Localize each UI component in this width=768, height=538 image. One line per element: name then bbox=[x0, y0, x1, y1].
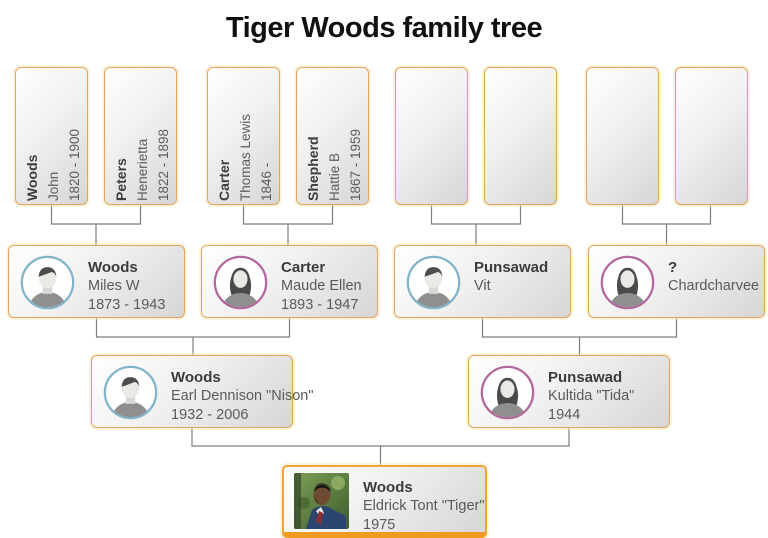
male-avatar-icon bbox=[406, 255, 461, 310]
card-given-name: John bbox=[46, 171, 61, 201]
gen2-card-carter-maude[interactable]: Carter Maude Ellen 1893 - 1947 bbox=[201, 245, 378, 318]
card-text: Punsawad Kultida "Tida" 1944 bbox=[548, 368, 634, 425]
card-dates: 1822 - 1898 bbox=[156, 128, 171, 201]
card-text: Carter Maude Ellen 1893 - 1947 bbox=[281, 258, 362, 315]
gen1-card-empty-4[interactable] bbox=[675, 67, 748, 205]
gen2-card-punsawad-vit[interactable]: Punsawad Vit bbox=[394, 245, 571, 318]
card-dates: 1873 - 1943 bbox=[88, 297, 166, 313]
tiger-woods-photo bbox=[294, 473, 349, 529]
card-given-name: Eldrick Tont "Tiger" bbox=[363, 498, 485, 514]
card-dates: 1932 - 2006 bbox=[171, 407, 249, 423]
card-surname: Peters bbox=[113, 158, 129, 201]
male-avatar-icon bbox=[20, 255, 75, 310]
gen2-card-woods-miles[interactable]: Woods Miles W 1873 - 1943 bbox=[8, 245, 185, 318]
gen1-card-woods-john[interactable]: Woods John 1820 - 1900 bbox=[15, 67, 88, 205]
page-title: Tiger Woods family tree bbox=[225, 12, 543, 44]
gen1-card-empty-2[interactable] bbox=[484, 67, 557, 205]
gen1-card-peters-henerietta[interactable]: Peters Henerietta 1822 - 1898 bbox=[104, 67, 177, 205]
card-surname: Carter bbox=[281, 259, 326, 276]
card-surname: Woods bbox=[363, 479, 413, 496]
card-surname: Woods bbox=[24, 154, 40, 201]
card-text: Woods Miles W 1873 - 1943 bbox=[88, 258, 165, 315]
card-given-name: Earl Dennison "Nison" bbox=[171, 388, 314, 404]
card-given-name: Henerietta bbox=[135, 138, 150, 201]
card-surname: Punsawad bbox=[474, 259, 549, 276]
card-surname: Carter bbox=[216, 159, 232, 201]
card-dates: 1975 bbox=[363, 517, 396, 533]
female-avatar-icon bbox=[480, 365, 535, 420]
card-surname: Shepherd bbox=[305, 136, 321, 201]
card-surname: Woods bbox=[171, 369, 221, 386]
card-text: Punsawad Vit bbox=[474, 258, 548, 296]
card-given-name: Vit bbox=[474, 278, 491, 294]
card-given-name: Chardcharvee bbox=[668, 278, 760, 294]
card-dates: 1846 - bbox=[259, 162, 274, 201]
gen1-card-empty-3[interactable] bbox=[586, 67, 659, 205]
card-given-name: Maude Ellen bbox=[281, 278, 362, 294]
card-text: Woods Eldrick Tont "Tiger" 1975 bbox=[363, 478, 485, 535]
card-text: Peters Henerietta 1822 - 1898 bbox=[111, 73, 174, 201]
female-avatar-icon bbox=[213, 255, 268, 310]
gen1-card-carter-thomas[interactable]: Carter Thomas Lewis 1846 - bbox=[207, 67, 280, 205]
card-text: Carter Thomas Lewis 1846 - bbox=[214, 73, 277, 201]
card-dates: 1867 - 1959 bbox=[348, 128, 363, 201]
gen4-card-tiger-woods[interactable]: Woods Eldrick Tont "Tiger" 1975 bbox=[282, 465, 487, 538]
tiger-woods-portrait-graphic bbox=[294, 473, 349, 529]
card-dates: 1944 bbox=[548, 407, 581, 423]
card-given-name: Thomas Lewis bbox=[238, 113, 253, 201]
card-text: ? Chardcharvee bbox=[668, 258, 759, 296]
gen3-card-punsawad-kultida[interactable]: Punsawad Kultida "Tida" 1944 bbox=[468, 355, 670, 428]
card-text: Shepherd Hattie B 1867 - 1959 bbox=[303, 73, 366, 201]
card-surname: Woods bbox=[88, 259, 138, 276]
male-avatar-icon bbox=[103, 365, 158, 420]
female-avatar-icon bbox=[600, 255, 655, 310]
card-given-name: Kultida "Tida" bbox=[548, 388, 635, 404]
gen2-card-chardcharvee[interactable]: ? Chardcharvee bbox=[588, 245, 765, 318]
card-given-name: Hattie B bbox=[327, 152, 342, 201]
card-dates: 1820 - 1900 bbox=[67, 128, 82, 201]
card-text: Woods Earl Dennison "Nison" 1932 - 2006 bbox=[171, 368, 313, 425]
gen1-card-empty-1[interactable] bbox=[395, 67, 468, 205]
card-surname: Punsawad bbox=[548, 369, 623, 386]
card-dates: 1893 - 1947 bbox=[281, 297, 359, 313]
card-text: Woods John 1820 - 1900 bbox=[22, 73, 85, 201]
card-given-name: Miles W bbox=[88, 278, 140, 294]
card-surname: ? bbox=[668, 259, 678, 276]
gen3-card-woods-earl[interactable]: Woods Earl Dennison "Nison" 1932 - 2006 bbox=[91, 355, 313, 428]
gen1-card-shepherd-hattie[interactable]: Shepherd Hattie B 1867 - 1959 bbox=[296, 67, 369, 205]
